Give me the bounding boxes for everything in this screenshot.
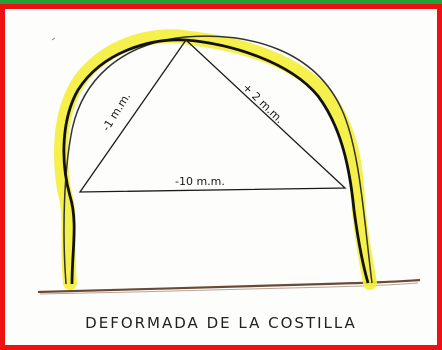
ground-line [37,278,421,294]
deformed-rib-arch [62,38,370,285]
top-band [0,0,442,4]
right-side-label: + 2 m.m. [240,81,286,126]
pencil-mark [51,37,56,41]
drawing-sheet [5,9,437,345]
measurement-triangle [78,39,347,193]
original-rib-arch [63,35,373,285]
base-label: -10 m.m. [175,175,225,188]
figure-caption: DEFORMADA DE LA COSTILLA [85,314,357,332]
ground-line-shadow [39,282,419,295]
deformed-rib-highlight [54,29,377,290]
red-border [0,4,442,350]
left-side-label: -1 m.m. [100,90,134,133]
